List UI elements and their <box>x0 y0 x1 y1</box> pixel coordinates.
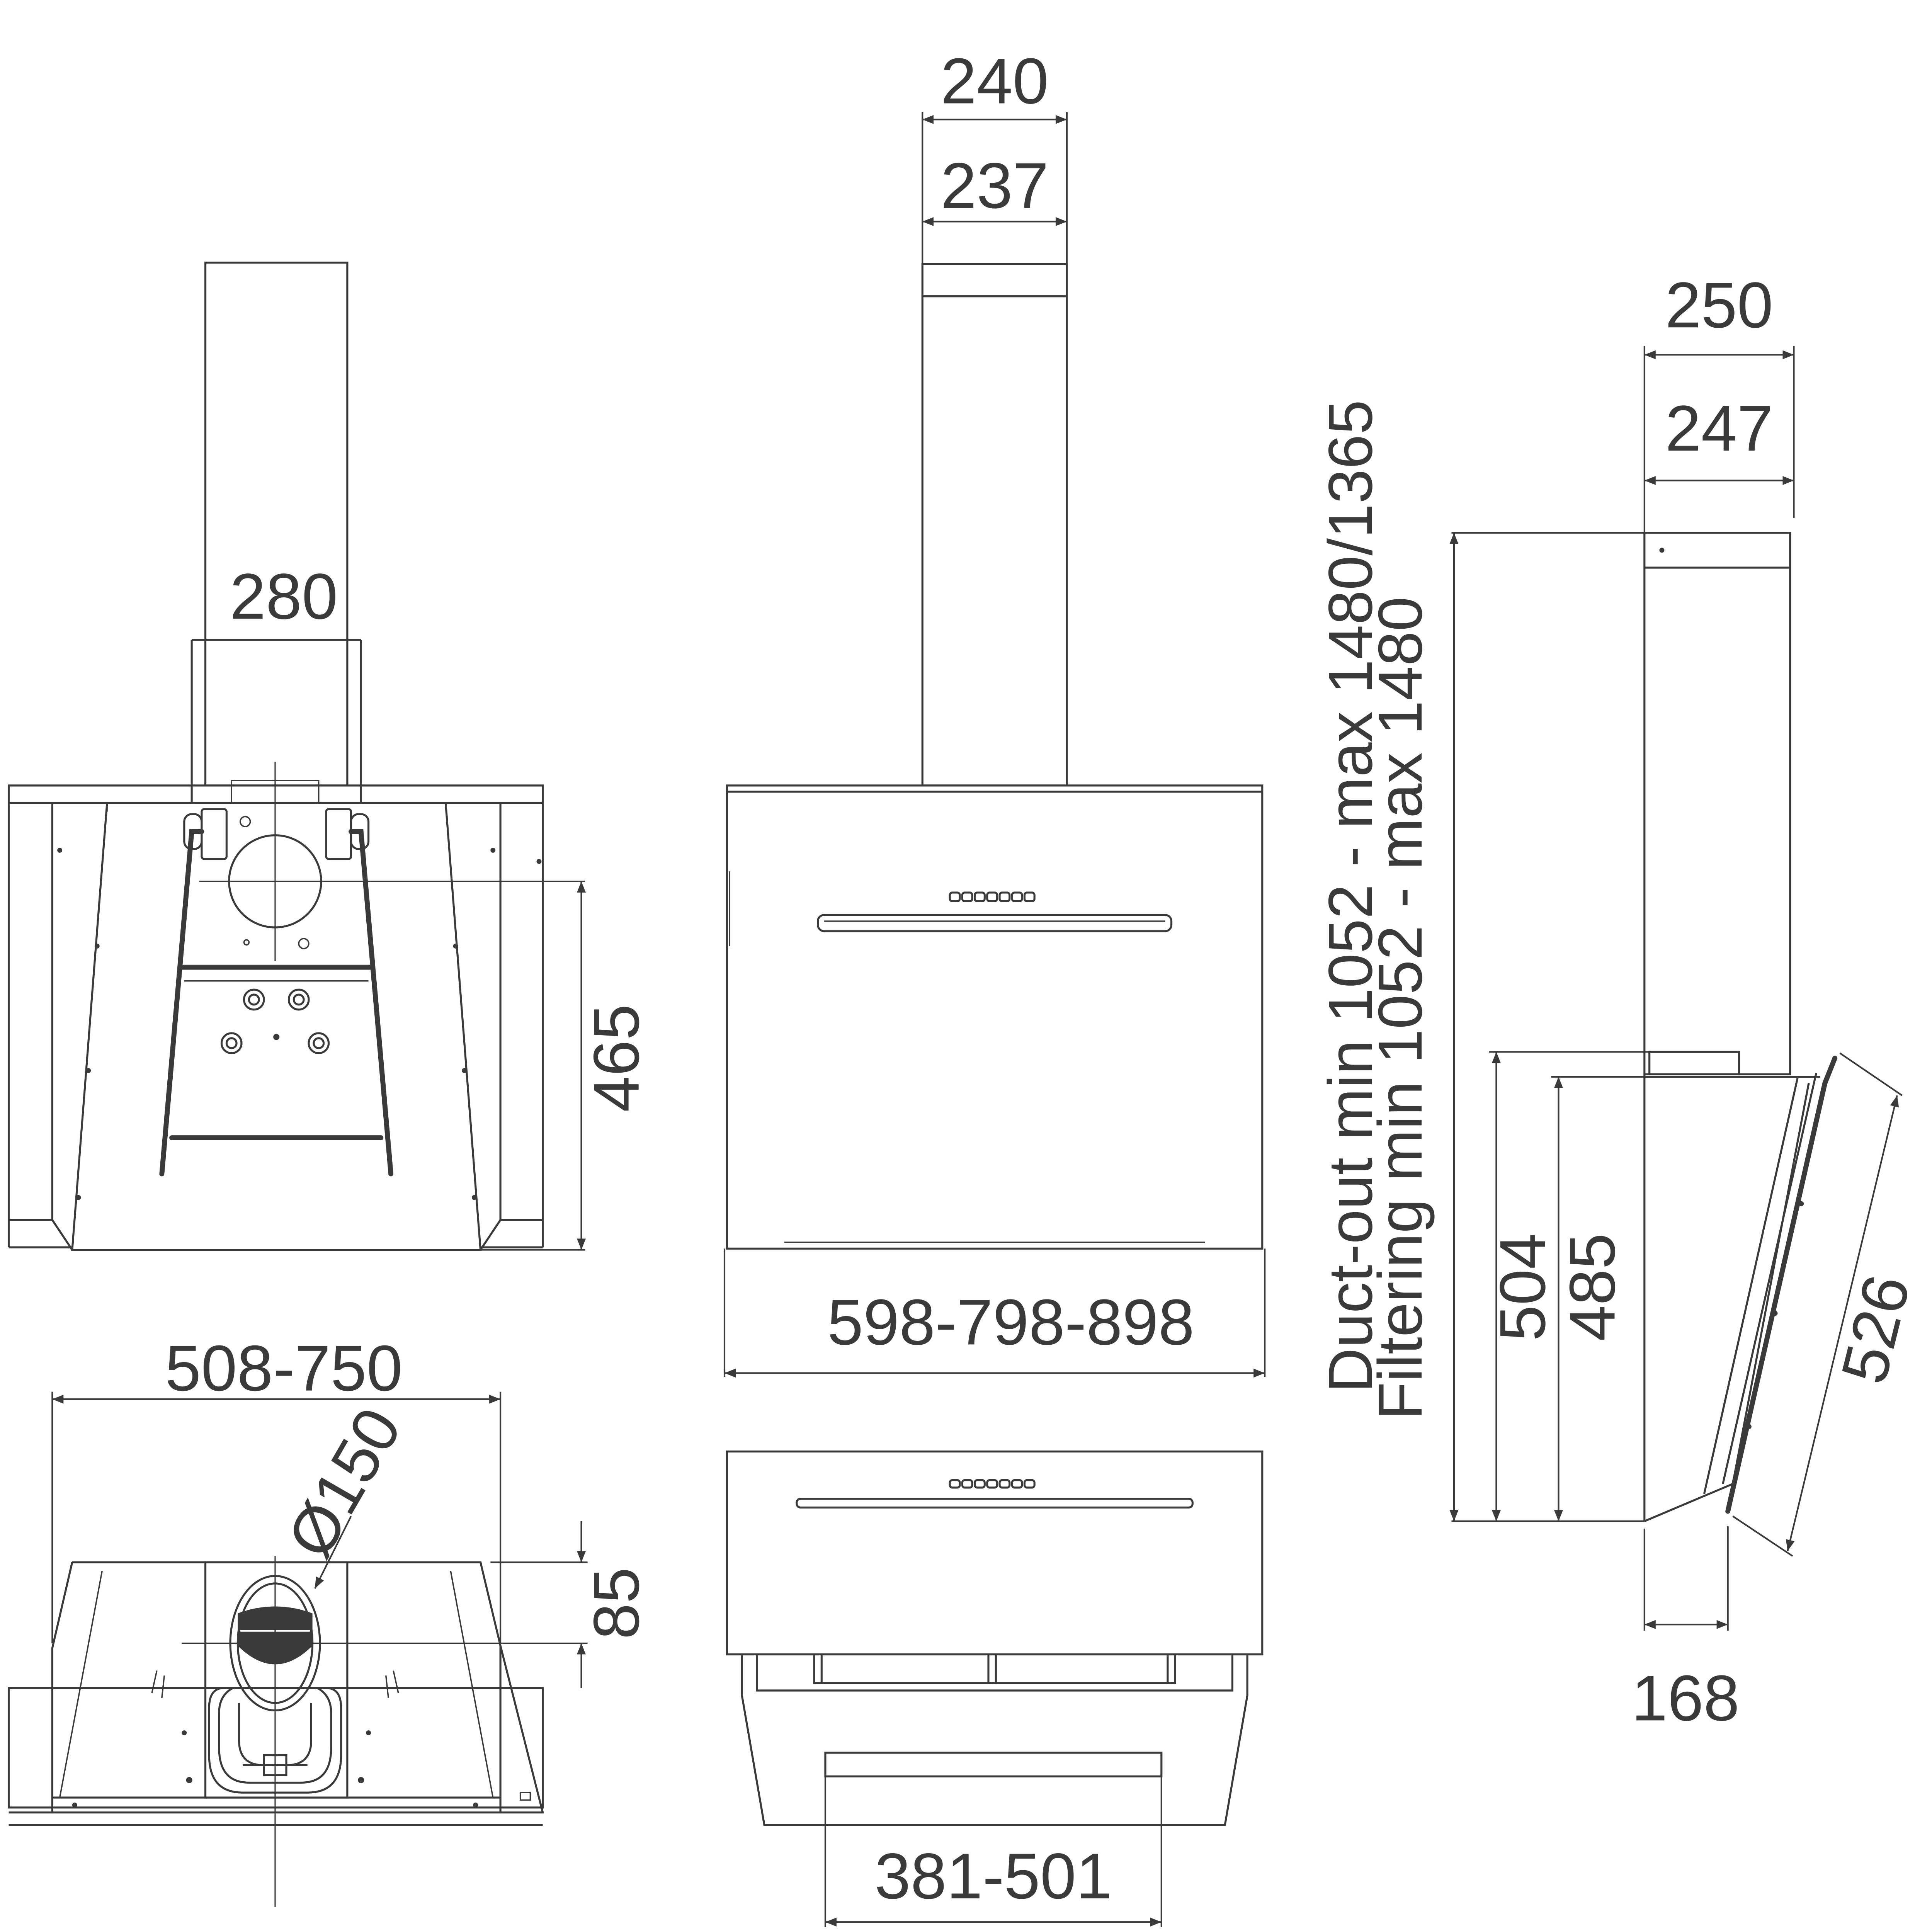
filtering-height-label: Filtering min 1052 - max 1480 <box>1366 597 1435 1420</box>
top-view: 508-750 <box>7 1332 653 1907</box>
inner-depth-label: 247 <box>1665 392 1773 464</box>
glass-length-label: 526 <box>1827 1268 1923 1390</box>
duct-diameter-label: Ø150 <box>274 1396 415 1569</box>
bottom-depth-label: 168 <box>1631 1662 1740 1734</box>
chimney-width-label: 280 <box>230 560 338 633</box>
height-outer-label: 504 <box>1486 1233 1559 1341</box>
duct-out-height-label: Duct-out min 1052 - max 1480/1365 <box>1316 400 1385 1393</box>
chimney-outer-width-label: 240 <box>940 45 1049 117</box>
outer-depth-label: 250 <box>1665 269 1773 341</box>
chimney-inner-width-label: 237 <box>940 150 1049 222</box>
middle-bottom-view: 381-501 <box>726 1450 1264 1927</box>
bracket-width-label: 381-501 <box>874 1840 1112 1912</box>
side-view: 250 247 526 504 485 <box>1316 269 1923 1734</box>
duct-offset-label: 85 <box>580 1567 653 1639</box>
width-range-label: 508-750 <box>165 1332 403 1405</box>
width-options-label: 598-798-898 <box>827 1286 1194 1358</box>
hood-depth-label: 465 <box>580 1004 653 1112</box>
height-inner-label: 485 <box>1556 1233 1628 1341</box>
middle-front-view: 240 237 598-798-898 <box>723 45 1266 1378</box>
front-view: 280 <box>7 262 653 1251</box>
